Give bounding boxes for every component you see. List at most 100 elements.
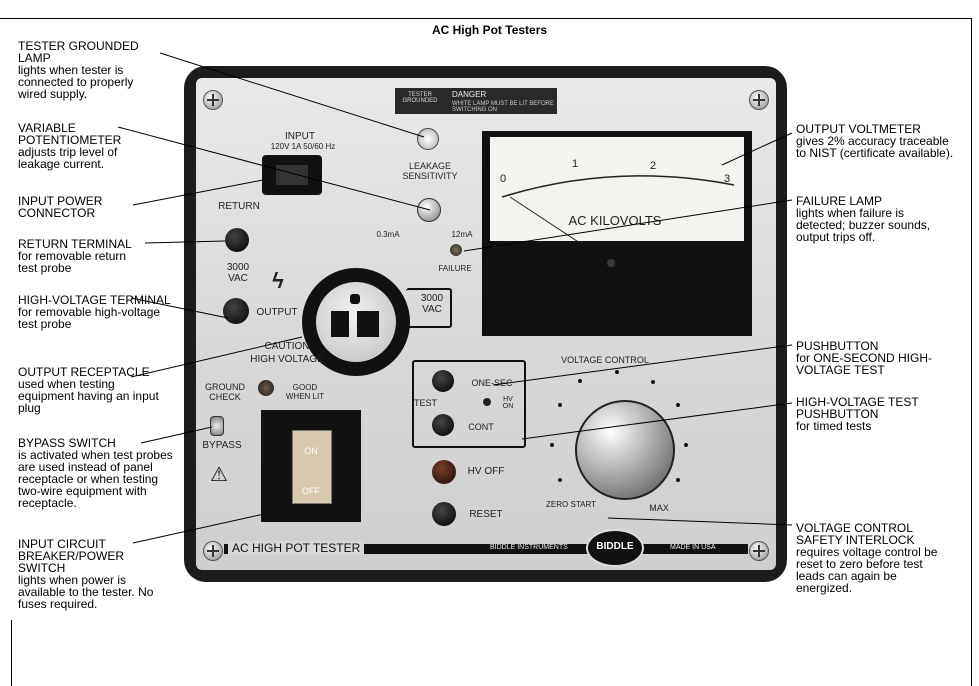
callout-return-terminal: RETURN TERMINAL for removable return tes… (18, 238, 148, 274)
callout-head: RETURN TERMINAL (18, 237, 132, 251)
meter-tick-1: 1 (571, 158, 579, 170)
callout-head: BYPASS SWITCH (18, 436, 116, 450)
made-in-usa-label: MADE IN USA (670, 544, 716, 551)
callout-body: for removable return test probe (18, 249, 127, 275)
bottom-label-strip (224, 544, 748, 554)
dial-mark (558, 403, 562, 407)
dial-mark (578, 379, 582, 383)
hv-off-button[interactable] (432, 460, 456, 484)
callout-head: VARIABLE POTENTIOMETER (18, 121, 122, 147)
callout-tester-grounded: TESTER GROUNDED LAMP lights when tester … (18, 40, 158, 100)
callout-failure-lamp: FAILURE LAMP lights when failure is dete… (796, 195, 946, 243)
bypass-switch[interactable] (210, 416, 224, 436)
callout-body: for removable high-voltage test probe (18, 305, 161, 331)
connector-socket (276, 165, 308, 185)
high-ma-label: 12mA (451, 230, 473, 239)
input-label: INPUT (285, 131, 315, 142)
reset-label: RESET (469, 509, 503, 520)
output-label: OUTPUT (256, 307, 298, 318)
dial-mark (676, 478, 680, 482)
callout-body: gives 2% accuracy traceable to NIST (cer… (796, 134, 954, 160)
ground-check-lamp (258, 380, 274, 396)
dial-mark (684, 443, 688, 447)
callout-bypass-switch: BYPASS SWITCH is activated when test pro… (18, 437, 183, 509)
bottom-center-label: BIDDLE INSTRUMENTS (490, 544, 568, 551)
hv-off-label: HV OFF (467, 466, 505, 477)
test-label: TEST (414, 398, 438, 408)
figure-title: AC High Pot Testers (431, 23, 548, 37)
cont-label: CONT (468, 422, 494, 432)
biddle-logo (586, 529, 644, 567)
dial-mark (558, 478, 562, 482)
callout-head: INPUT POWER CONNECTOR (18, 194, 103, 220)
callout-head: INPUT CIRCUIT BREAKER/POWER SWITCH (18, 537, 125, 575)
dial-mark (651, 380, 655, 384)
frame-top-line (0, 18, 972, 19)
voltage-control-knob[interactable] (575, 400, 675, 500)
callout-input-power: INPUT POWER CONNECTOR (18, 195, 138, 219)
callout-body: lights when failure is detected; buzzer … (796, 206, 931, 244)
frame-left-line (11, 620, 12, 686)
bypass-label: BYPASS (202, 440, 242, 451)
screw-icon (203, 541, 223, 561)
output-vac-bracket (406, 288, 452, 328)
dial-mark (615, 370, 619, 374)
callout-head: OUTPUT RECEPTACLE (18, 365, 150, 379)
frame-right-line (971, 18, 972, 686)
high-voltage-label: HIGH VOLTAGE (250, 354, 324, 365)
callout-head: TESTER GROUNDED LAMP (18, 39, 139, 65)
screw-icon (749, 90, 769, 110)
screw-icon (203, 90, 223, 110)
callout-pushbutton-one-sec: PUSHBUTTON for ONE-SECOND HIGH-VOLTAGE T… (796, 340, 956, 376)
meter-zero-adjust[interactable] (607, 259, 615, 267)
tester-grounded-plate-label: TESTER GROUNDED (402, 92, 438, 104)
callout-body: used when testing equipment having an in… (18, 377, 159, 415)
dial-mark (550, 443, 554, 447)
ground-check-label: GROUND CHECK (205, 382, 245, 402)
high-voltage-terminal[interactable] (223, 298, 249, 324)
danger-label: DANGER (452, 90, 487, 99)
warning-triangle-icon: ⚠ (210, 464, 228, 486)
zero-start-label: ZERO START (546, 500, 596, 509)
callout-potentiometer: VARIABLE POTENTIOMETER adjusts trip leve… (18, 122, 148, 170)
callout-hv-terminal: HIGH-VOLTAGE TERMINAL for removable high… (18, 294, 178, 330)
callout-head: OUTPUT VOLTMETER (796, 122, 921, 136)
screw-icon (749, 541, 769, 561)
bottom-left-label: AC HIGH POT TESTER (228, 541, 365, 555)
switch-off-label: OFF (302, 486, 320, 496)
leakage-sensitivity-label: LEAKAGE SENSITIVITY (402, 161, 458, 181)
return-terminal[interactable] (225, 228, 249, 252)
one-second-test-button[interactable] (432, 370, 454, 392)
caution-label: CAUTION (264, 341, 310, 352)
meter-tick-3: 3 (723, 173, 731, 185)
callout-body: lights when power is available to the te… (18, 573, 154, 611)
voltmeter-scale (501, 175, 735, 241)
callout-voltage-interlock: VOLTAGE CONTROL SAFETY INTERLOCK require… (796, 522, 946, 594)
tester-grounded-lamp (417, 128, 439, 150)
one-sec-label: ONE-SEC (471, 378, 513, 388)
callout-input-breaker: INPUT CIRCUIT BREAKER/POWER SWITCH light… (18, 538, 168, 610)
reset-button[interactable] (432, 502, 456, 526)
danger-note: WHITE LAMP MUST BE LIT BEFORE SWITCHING … (452, 101, 555, 113)
callout-head: HIGH-VOLTAGE TERMINAL (18, 293, 171, 307)
low-ma-label: 0.3mA (376, 230, 400, 239)
callout-hv-test-pushbutton: HIGH-VOLTAGE TEST PUSHBUTTON for timed t… (796, 396, 946, 432)
switch-on-label: ON (304, 446, 318, 456)
callout-output-receptacle: OUTPUT RECEPTACLE used when testing equi… (18, 366, 168, 414)
hv-on-lamp (483, 398, 491, 406)
good-when-lit-label: GOOD WHEN LIT (285, 383, 325, 401)
meter-tick-2: 2 (649, 160, 657, 172)
output-vac-label: 3000 VAC (420, 293, 444, 315)
lightning-icon: ϟ (272, 268, 284, 293)
voltage-control-label: VOLTAGE CONTROL (561, 355, 649, 365)
callout-body: is activated when test probes are used i… (18, 448, 173, 510)
power-switch[interactable] (292, 430, 332, 504)
callout-head: VOLTAGE CONTROL SAFETY INTERLOCK (796, 521, 915, 547)
callout-head: HIGH-VOLTAGE TEST PUSHBUTTON (796, 395, 919, 421)
receptacle-slot (357, 311, 379, 337)
continuous-test-button[interactable] (432, 414, 454, 436)
callout-head: PUSHBUTTON (796, 339, 879, 353)
hv-on-label: HV ON (502, 396, 514, 410)
callout-output-voltmeter: OUTPUT VOLTMETER gives 2% accuracy trace… (796, 123, 956, 159)
